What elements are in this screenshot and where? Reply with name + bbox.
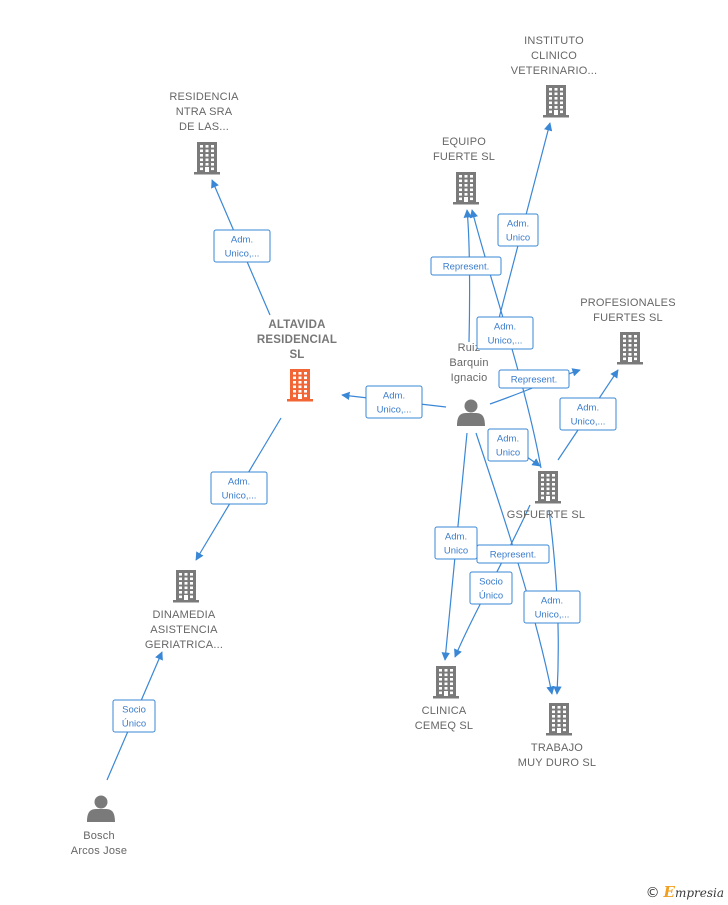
copyright-icon: © xyxy=(645,885,660,901)
node-label-altavida: ALTAVIDA xyxy=(268,319,325,331)
node-equipo[interactable]: EQUIPO FUERTE SL xyxy=(433,136,495,205)
building-icon xyxy=(546,703,572,736)
edge-label-text: Socio xyxy=(122,705,146,716)
building-icon xyxy=(535,471,561,504)
edge-label-ruiz-equipo[interactable]: Represent. xyxy=(430,256,502,276)
edge-label-ruiz-instituto[interactable]: Adm. Unico xyxy=(497,213,539,247)
edge-label-gsfuerte-profesionales[interactable]: Adm. Unico,... xyxy=(559,397,617,431)
edge-label-text: Adm. xyxy=(445,532,467,543)
edge-label-text: Represent. xyxy=(443,262,489,273)
edge-label-gsfuerte-trabajo[interactable]: Adm. Unico,... xyxy=(523,590,581,624)
node-label-equipo: EQUIPO xyxy=(442,136,486,148)
edge-label-text: Adm. xyxy=(231,235,253,246)
node-label-trabajo: MUY DURO SL xyxy=(518,757,596,769)
node-label-ruiz: Ruiz xyxy=(458,342,481,354)
edge-label-gsfuerte-equipo[interactable]: Adm. Unico,... xyxy=(476,316,534,350)
edge-ruiz-equipo xyxy=(463,209,472,343)
node-label-gsfuerte: GSFUERTE SL xyxy=(507,509,585,521)
edge-labels-layer: Adm.Unico,...Adm.Unico,...SocioÚnicoAdm.… xyxy=(112,213,617,733)
edge-label-text: Represent. xyxy=(490,550,536,561)
edge-label-ruiz-clinica[interactable]: Adm. Unico xyxy=(434,526,478,560)
node-label-clinica: CEMEQ SL xyxy=(415,720,473,732)
brand-name: mpresia xyxy=(674,886,724,900)
node-label-dinamedia: DINAMEDIA xyxy=(153,609,216,621)
edge-label-text: Único xyxy=(122,719,146,730)
node-altavida[interactable]: ALTAVIDA RESIDENCIAL SL xyxy=(257,319,337,402)
node-label-bosch: Arcos Jose xyxy=(71,845,127,857)
person-icon xyxy=(87,795,115,822)
edge-label-text: Adm. xyxy=(541,596,563,607)
edge-label-text: Unico xyxy=(444,546,468,557)
edge-label-text: Unico,... xyxy=(377,405,412,416)
edge-label-text: Socio xyxy=(479,577,503,588)
edge-label-altavida-dinamedia[interactable]: Adm. Unico,... xyxy=(210,471,268,505)
node-label-ruiz: Ignacio xyxy=(451,372,488,384)
brand-initial: E xyxy=(663,883,675,901)
node-label-clinica: CLINICA xyxy=(422,705,467,717)
building-icon xyxy=(453,172,479,205)
edge-ruiz-trabajo xyxy=(475,432,555,695)
node-label-bosch: Bosch xyxy=(83,830,115,842)
node-label-residencia: NTRA SRA xyxy=(176,106,233,118)
node-dinamedia[interactable]: DINAMEDIA ASISTENCIA GERIATRICA... xyxy=(145,570,223,651)
node-label-instituto: CLINICO xyxy=(531,50,577,62)
edge-label-text: Adm. xyxy=(497,434,519,445)
edge-label-text: Adm. xyxy=(577,403,599,414)
building-icon xyxy=(194,142,220,175)
nodes-layer: ALTAVIDA RESIDENCIAL SL RESIDENCIA NTRA SRA D… xyxy=(71,35,676,857)
node-label-instituto: INSTITUTO xyxy=(524,35,584,47)
building-icon xyxy=(543,85,569,118)
edge-label-text: Adm. xyxy=(507,219,529,230)
node-label-residencia: DE LAS... xyxy=(179,121,229,133)
edge-label-text: Único xyxy=(479,591,503,602)
node-label-altavida: RESIDENCIAL xyxy=(257,334,337,346)
edge-label-altavida-residencia[interactable]: Adm. Unico,... xyxy=(213,229,271,263)
edge-label-text: Unico,... xyxy=(488,336,523,347)
node-clinica[interactable]: CLINICA CEMEQ SL xyxy=(415,666,473,732)
edge-label-text: Unico xyxy=(506,233,530,244)
building-icon xyxy=(173,570,199,603)
node-label-equipo: FUERTE SL xyxy=(433,151,495,163)
node-label-ruiz: Barquin xyxy=(449,357,488,369)
edge-label-ruiz-trabajo[interactable]: Represent. xyxy=(476,544,550,564)
node-label-altavida: SL xyxy=(289,349,304,361)
node-label-dinamedia: GERIATRICA... xyxy=(145,639,223,651)
edge-label-text: Represent. xyxy=(511,375,557,386)
brand-watermark: © Empresia xyxy=(646,883,724,901)
node-trabajo[interactable]: TRABAJO MUY DURO SL xyxy=(518,703,596,769)
node-label-instituto: VETERINARIO... xyxy=(511,65,598,77)
edges-layer xyxy=(106,122,619,781)
node-instituto[interactable]: INSTITUTO CLINICO VETERINARIO... xyxy=(511,35,598,118)
node-label-dinamedia: ASISTENCIA xyxy=(150,624,218,636)
edge-label-text: Unico,... xyxy=(222,491,257,502)
edge-label-ruiz-gsfuerte[interactable]: Adm. Unico xyxy=(487,428,529,462)
node-residencia[interactable]: RESIDENCIA NTRA SRA DE LAS... xyxy=(169,91,239,175)
edge-label-ruiz-profesionales[interactable]: Represent. xyxy=(498,369,570,389)
edge-label-text: Adm. xyxy=(494,322,516,333)
node-profesionales[interactable]: PROFESIONALES FUERTES SL xyxy=(580,297,676,365)
building-icon xyxy=(617,332,643,365)
node-label-profesionales: PROFESIONALES xyxy=(580,297,676,309)
node-label-residencia: RESIDENCIA xyxy=(169,91,239,103)
node-gsfuerte[interactable]: GSFUERTE SL xyxy=(507,471,585,521)
edge-label-text: Adm. xyxy=(383,391,405,402)
building-icon xyxy=(287,369,313,402)
node-label-profesionales: FUERTES SL xyxy=(593,312,663,324)
edge-label-text: Adm. xyxy=(228,477,250,488)
edge-label-text: Unico,... xyxy=(225,249,260,260)
building-icon xyxy=(433,666,459,699)
person-icon xyxy=(457,399,485,426)
node-label-trabajo: TRABAJO xyxy=(531,742,583,754)
edge-label-ruiz-altavida[interactable]: Adm. Unico,... xyxy=(365,385,423,419)
edge-label-text: Unico xyxy=(496,448,520,459)
edge-label-text: Unico,... xyxy=(535,610,570,621)
edge-label-text: Unico,... xyxy=(571,417,606,428)
